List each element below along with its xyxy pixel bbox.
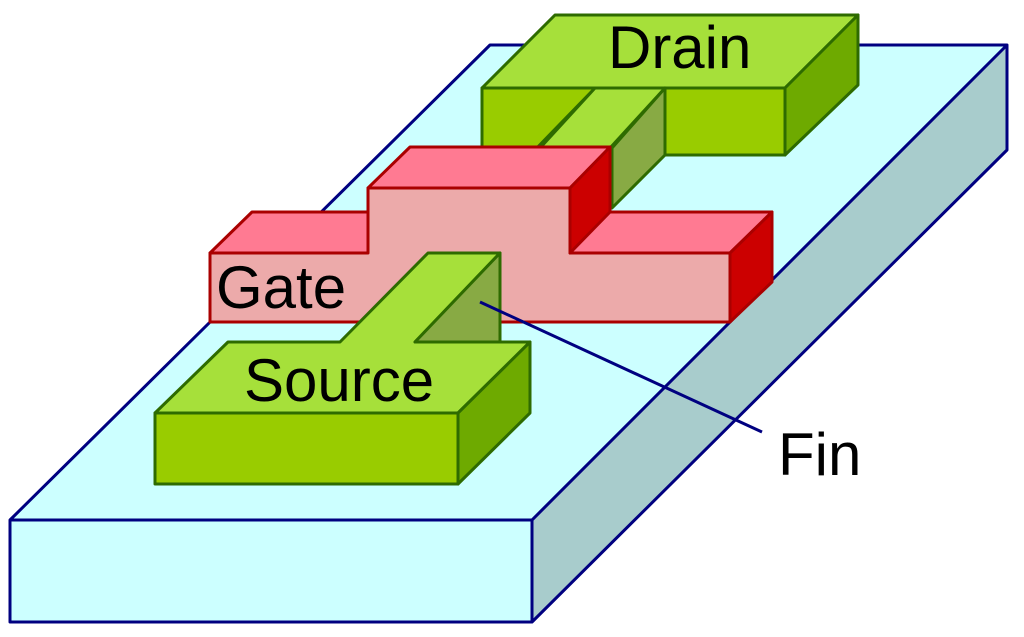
source-block <box>153 251 532 486</box>
source-label: Source <box>244 347 434 414</box>
drain-side-face <box>783 13 860 157</box>
drain-label: Drain <box>608 14 751 81</box>
source-side-face <box>456 340 532 486</box>
source-front-face <box>153 411 460 486</box>
substrate-front-face <box>10 520 532 622</box>
drain-front-right <box>663 86 787 157</box>
fin-leader-line <box>479 300 763 434</box>
fin-side-face-upper <box>610 86 667 210</box>
substrate-side-face <box>532 45 1007 622</box>
fin-side-face-lower <box>413 251 502 344</box>
substrate-outline <box>8 43 1009 624</box>
fin-channel-upper <box>538 86 667 210</box>
gate-side-face <box>728 210 774 324</box>
fin-label: Fin <box>778 421 861 488</box>
gate-label: Gate <box>216 254 346 321</box>
